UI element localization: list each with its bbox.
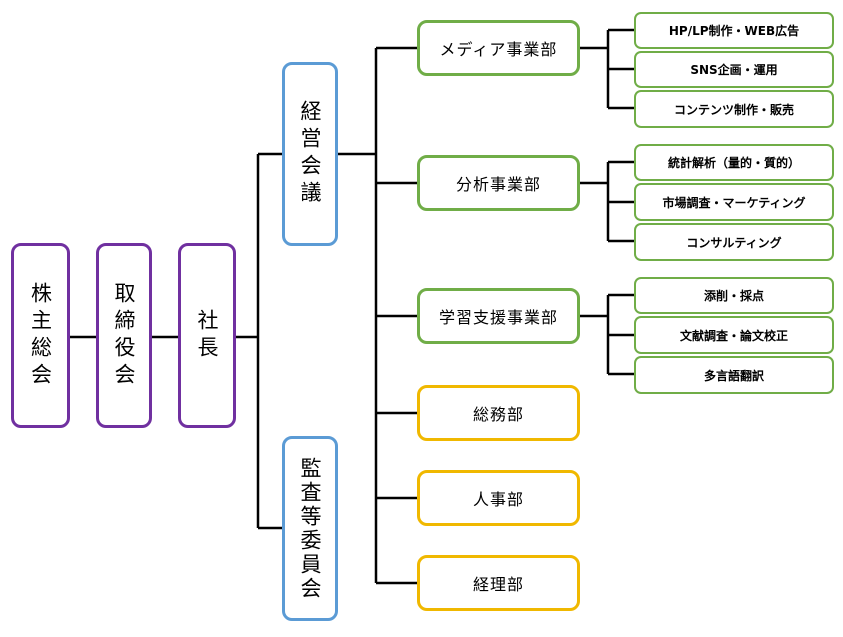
analysis-division-label: 分析事業部: [455, 175, 541, 194]
accounting-box: 経理部: [417, 555, 580, 611]
media-sub-unit-label: HP/LP制作・WEB広告: [668, 24, 800, 38]
learning-sub-unit-label: 添削・採点: [703, 289, 764, 303]
analysis-sub-unit-label: 市場調査・マーケティング: [662, 195, 806, 210]
learning-division-box: 学習支援事業部: [417, 288, 580, 344]
shareholders-meeting-box: 株主総会: [11, 243, 70, 428]
media-sub-unit-box: HP/LP制作・WEB広告: [634, 12, 834, 49]
learning-division-label: 学習支援事業部: [438, 308, 558, 327]
hr-box: 人事部: [417, 470, 580, 526]
analysis-sub-unit-label: 統計解析（量的・質的）: [667, 156, 800, 170]
analysis-division-box: 分析事業部: [417, 155, 580, 211]
learning-sub-unit-box: 文献調査・論文校正: [634, 316, 834, 354]
hr-label: 人事部: [472, 490, 524, 509]
audit-committee-box: 監査等委員会: [282, 436, 338, 621]
learning-sub-unit-label: 多言語翻訳: [703, 368, 764, 383]
president-label: 社長: [195, 308, 219, 363]
audit-committee-label: 監査等委員会: [298, 456, 322, 601]
analysis-sub-unit-box: 市場調査・マーケティング: [634, 183, 834, 221]
media-sub-unit-label: SNS企画・運用: [690, 63, 778, 77]
media-division-label: メディア事業部: [439, 40, 558, 59]
media-sub-unit-label: コンテンツ制作・販売: [673, 102, 794, 117]
learning-sub-unit-label: 文献調査・論文校正: [679, 328, 788, 343]
media-sub-unit-box: SNS企画・運用: [634, 51, 834, 88]
media-division-box: メディア事業部: [417, 20, 580, 76]
president-box: 社長: [178, 243, 236, 428]
analysis-sub-unit-box: コンサルティング: [634, 223, 834, 261]
general-affairs-box: 総務部: [417, 385, 580, 441]
management-council-label: 経営会議: [298, 100, 322, 208]
analysis-sub-unit-label: コンサルティング: [686, 235, 782, 250]
board-box: 取締役会: [96, 243, 152, 428]
board-label: 取締役会: [112, 281, 136, 390]
general-affairs-label: 総務部: [472, 405, 524, 424]
learning-sub-unit-box: 多言語翻訳: [634, 356, 834, 394]
management-council-box: 経営会議: [282, 62, 338, 246]
shareholders-meeting-label: 株主総会: [28, 281, 53, 390]
learning-sub-unit-box: 添削・採点: [634, 277, 834, 314]
analysis-sub-unit-box: 統計解析（量的・質的）: [634, 144, 834, 181]
media-sub-unit-box: コンテンツ制作・販売: [634, 90, 834, 128]
accounting-label: 経理部: [472, 575, 524, 594]
